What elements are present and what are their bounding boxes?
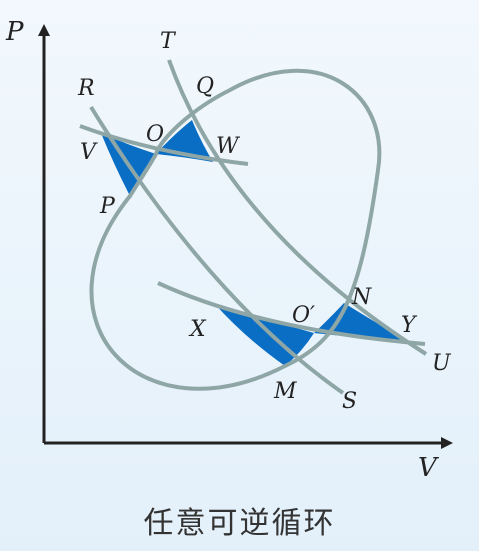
diagram-caption: 任意可逆循环 <box>143 506 336 541</box>
label-m: M <box>273 379 297 404</box>
label-u: U <box>432 351 452 376</box>
x-axis-label: V <box>418 453 439 483</box>
isotherm-lower <box>157 281 426 346</box>
label-n: N <box>351 285 372 310</box>
y-axis-label: P <box>5 17 24 47</box>
label-r: R <box>77 76 95 101</box>
label-q: Q <box>196 74 214 99</box>
label-s: S <box>342 389 357 414</box>
label-x: X <box>188 317 207 342</box>
label-o: O <box>146 122 164 147</box>
adiabat-rs <box>89 105 345 395</box>
label-o-prime: O′ <box>292 303 315 328</box>
label-w: W <box>216 134 241 159</box>
adiabat-tu <box>167 59 428 356</box>
cycle-curve <box>89 68 382 391</box>
shaded-region-onY <box>314 303 405 340</box>
label-t: T <box>160 29 177 54</box>
isotherm-upper <box>79 124 249 166</box>
label-p: P <box>99 194 116 219</box>
label-y: Y <box>401 313 418 338</box>
label-v: V <box>80 140 98 165</box>
